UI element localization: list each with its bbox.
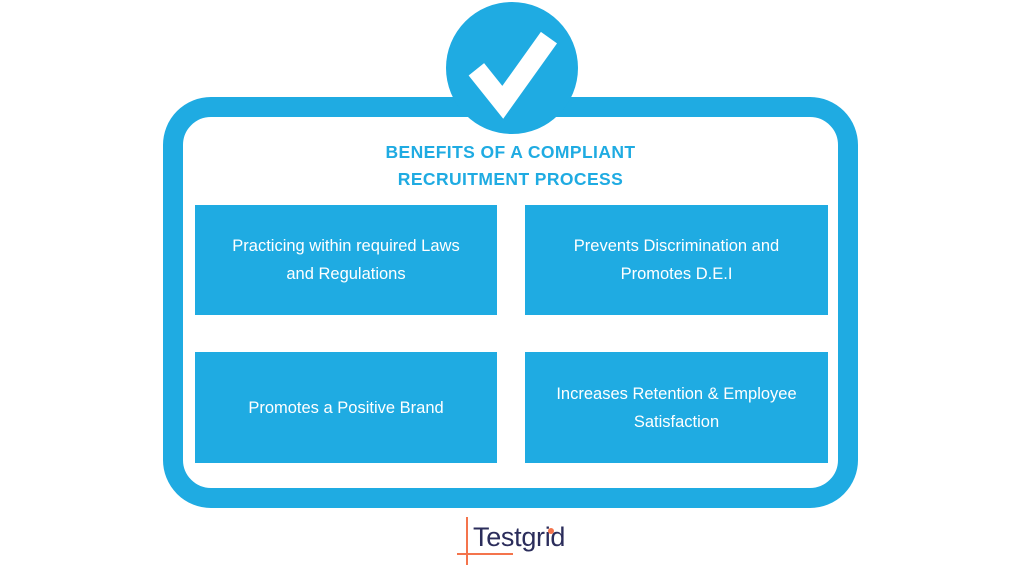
benefit-card-brand: Promotes a Positive Brand xyxy=(195,352,497,463)
checkmark-icon xyxy=(468,31,558,119)
title-line-2: RECRUITMENT PROCESS xyxy=(397,169,624,189)
title-line-1: BENEFITS OF A COMPLIANT xyxy=(385,142,636,162)
logo-horizontal-line xyxy=(457,553,513,555)
benefit-card-discrimination: Prevents Discrimination and Promotes D.E… xyxy=(525,205,828,315)
logo-i-dot xyxy=(548,528,554,534)
logo-vertical-line xyxy=(466,517,468,565)
panel-title: BENEFITS OF A COMPLIANT RECRUITMENT PROC… xyxy=(163,139,858,193)
benefit-card-retention: Increases Retention & Employee Satisfact… xyxy=(525,352,828,463)
benefit-card-laws: Practicing within required Laws and Regu… xyxy=(195,205,497,315)
checkmark-badge xyxy=(446,2,578,134)
testgrid-logo: Testgrid xyxy=(455,514,575,569)
